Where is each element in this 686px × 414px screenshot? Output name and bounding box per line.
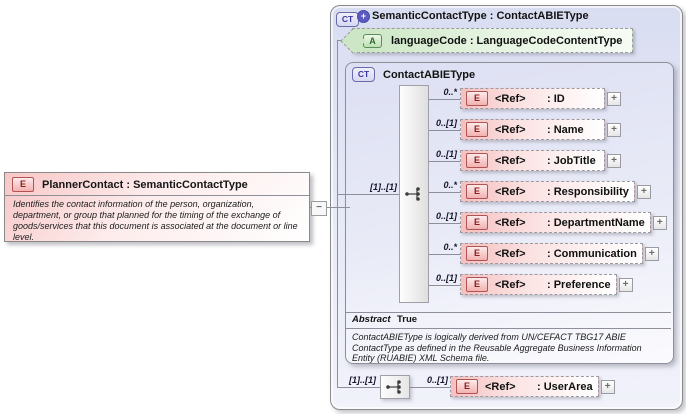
connector-line <box>337 387 380 388</box>
element-id[interactable]: E <Ref> : ID <box>460 88 605 109</box>
occurs-label: 0..[1] <box>435 273 457 283</box>
complex-type-icon: CT <box>336 12 359 27</box>
facet-separator <box>346 312 671 313</box>
element-icon: E <box>466 91 488 106</box>
element-name: <Ref> <box>495 92 526 105</box>
occurs-label: 0..* <box>443 180 457 190</box>
element-departmentname[interactable]: E <Ref> : DepartmentName <box>460 212 651 233</box>
element-icon: E <box>456 379 478 394</box>
element-row-responsibility: E <Ref> : Responsibility + <box>460 181 651 202</box>
occurs-label: 0..[1] <box>426 375 448 385</box>
element-name: <Ref> <box>495 278 526 291</box>
contact-abie-type-title: ContactABIEType <box>383 68 476 81</box>
semantic-contact-type-header: CT + SemanticContactType : ContactABIETy… <box>336 9 589 27</box>
connector-line <box>337 194 399 195</box>
occurs-label: 0..[1] <box>435 118 457 128</box>
expand-icon[interactable]: + <box>607 122 621 137</box>
occurs-label: 0..[1] <box>435 211 457 221</box>
element-icon: E <box>466 215 488 230</box>
expand-icon[interactable]: + <box>652 215 667 230</box>
sequence-icon <box>386 380 401 394</box>
element-type: : Responsibility <box>547 185 629 198</box>
element-row-id: E <Ref> : ID + <box>460 88 621 109</box>
element-icon: E <box>466 277 488 292</box>
element-name: <Ref> <box>495 185 526 198</box>
element-type: : Name <box>547 123 584 136</box>
connector-line <box>429 192 460 193</box>
expand-icon[interactable]: + <box>600 379 615 394</box>
expand-icon[interactable]: + <box>644 246 659 261</box>
attribute-language-code[interactable]: A languageCode : LanguageCodeContentType <box>340 28 633 54</box>
sequence-compositor[interactable] <box>399 85 429 303</box>
element-name-box[interactable]: E <Ref> : Name <box>460 119 605 140</box>
element-type: : UserArea <box>537 380 593 393</box>
connector-line <box>429 223 460 224</box>
element-row-communication: E <Ref> : Communication + <box>460 243 659 264</box>
occurs-label: 0..* <box>443 242 457 252</box>
planner-contact-header: E PlannerContact : SemanticContactType <box>5 173 309 195</box>
element-row-name: E <Ref> : Name + <box>460 119 621 140</box>
element-type: : JobTitle <box>547 154 596 167</box>
expand-icon[interactable]: + <box>607 153 621 168</box>
element-row-departmentname: E <Ref> : DepartmentName + <box>460 212 667 233</box>
element-icon: E <box>12 177 34 192</box>
connector-line <box>429 285 460 286</box>
element-icon: E <box>466 122 488 137</box>
element-userarea[interactable]: E <Ref> : UserArea <box>450 376 599 397</box>
extension-sequence-cardinality: [1]..[1] <box>349 375 376 385</box>
expand-icon[interactable]: + <box>636 184 651 199</box>
sequence-icon <box>405 187 420 201</box>
semantic-contact-type-title: SemanticContactType : ContactABIEType <box>372 9 589 22</box>
element-type: : ID <box>547 92 565 105</box>
element-name: <Ref> <box>485 380 516 393</box>
element-responsibility[interactable]: E <Ref> : Responsibility <box>460 181 635 202</box>
annotation-separator <box>346 328 671 329</box>
element-icon: E <box>466 246 488 261</box>
connector-line <box>429 254 460 255</box>
attribute-label: languageCode : LanguageCodeContentType <box>391 34 623 47</box>
connector-line <box>429 99 460 100</box>
expand-icon[interactable]: + <box>607 91 621 106</box>
element-name: <Ref> <box>495 123 526 136</box>
sequence-cardinality: [1]..[1] <box>370 182 397 192</box>
element-name: <Ref> <box>495 247 526 260</box>
occurs-label: 0..* <box>443 87 457 97</box>
connector-line <box>429 130 460 131</box>
element-type: : DepartmentName <box>547 216 645 229</box>
element-row-userarea: E <Ref> : UserArea + <box>450 376 615 397</box>
collapse-icon[interactable]: − <box>311 201 327 216</box>
type-annotation: ContactABIEType is logically derived fro… <box>352 332 642 363</box>
derived-plus-icon: + <box>357 10 370 23</box>
complex-type-global-icon: CT + <box>336 9 370 27</box>
element-name: <Ref> <box>495 216 526 229</box>
extension-sequence-compositor[interactable] <box>380 375 410 399</box>
planner-contact-description: Identifies the contact information of th… <box>5 195 309 246</box>
abstract-label: Abstract <box>352 314 391 325</box>
connector-line <box>306 207 350 208</box>
occurs-label: 0..[1] <box>435 149 457 159</box>
element-jobtitle[interactable]: E <Ref> : JobTitle <box>460 150 605 171</box>
abstract-value: True <box>397 314 418 325</box>
connector-line <box>337 40 338 387</box>
connector-line <box>410 387 450 388</box>
element-icon: E <box>466 153 488 168</box>
element-row-preference: E <Ref> : Preference + <box>460 274 633 295</box>
planner-contact-title: PlannerContact : SemanticContactType <box>42 178 248 191</box>
element-type: : Communication <box>547 247 637 260</box>
element-icon: E <box>466 184 488 199</box>
element-communication[interactable]: E <Ref> : Communication <box>460 243 643 264</box>
planner-contact-box[interactable]: E PlannerContact : SemanticContactType I… <box>4 172 310 242</box>
element-name: <Ref> <box>495 154 526 167</box>
connector-line <box>429 161 460 162</box>
element-preference[interactable]: E <Ref> : Preference <box>460 274 617 295</box>
element-type: : Preference <box>547 278 611 291</box>
contact-abie-type-header: CT ContactABIEType <box>352 67 475 82</box>
expand-icon[interactable]: + <box>618 277 633 292</box>
complex-type-icon: CT <box>352 67 375 82</box>
element-row-jobtitle: E <Ref> : JobTitle + <box>460 150 621 171</box>
